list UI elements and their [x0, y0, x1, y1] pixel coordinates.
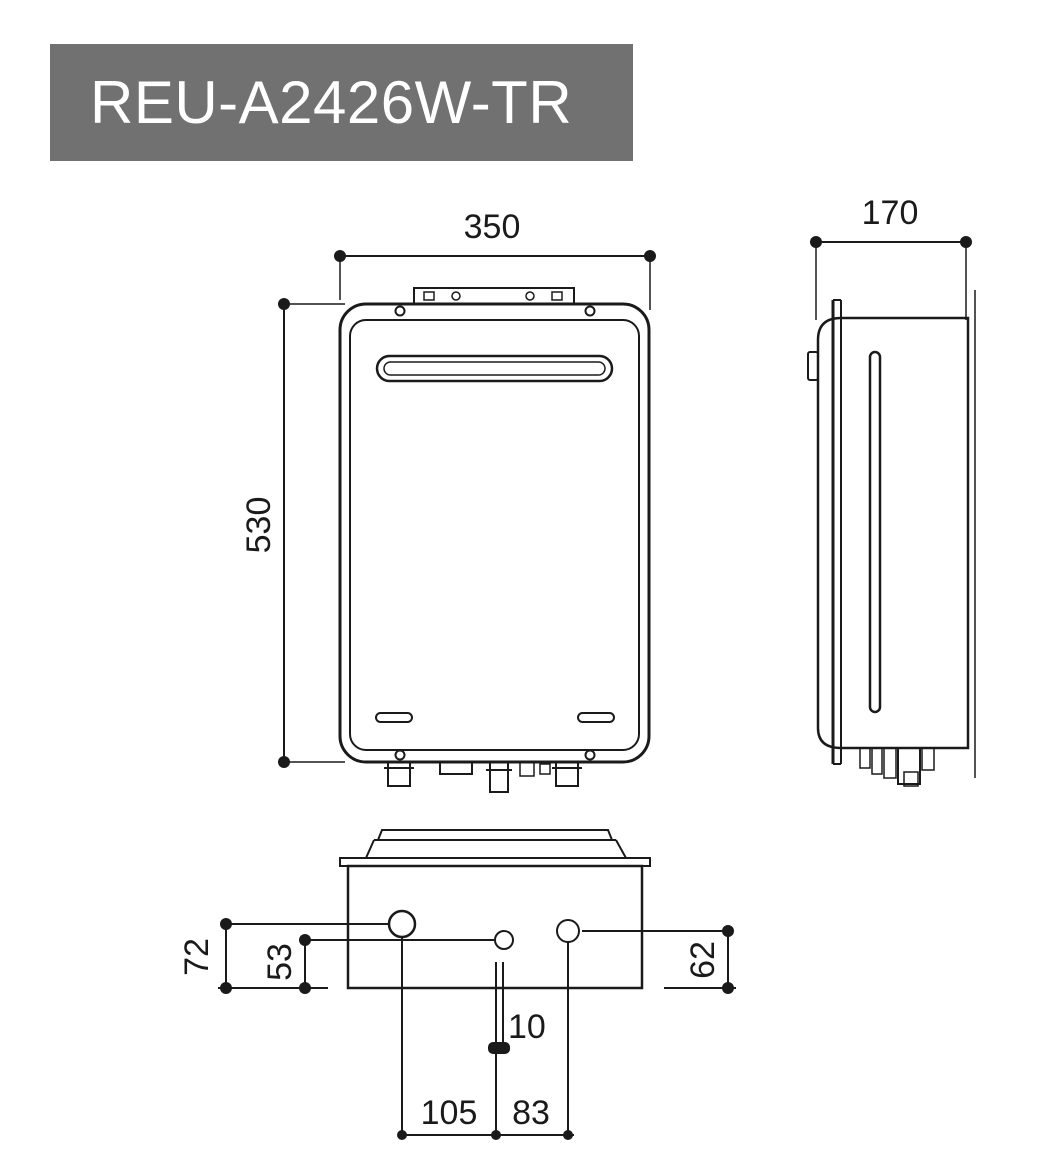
width-dimension: [334, 250, 656, 310]
height-label: 530: [240, 497, 278, 554]
height-dimension: [278, 298, 345, 768]
depth-label: 170: [862, 194, 919, 232]
spacing-right-label: 83: [512, 1094, 550, 1132]
spacing-left-label: 105: [421, 1094, 478, 1132]
depth-dimension: [810, 236, 972, 320]
width-label: 350: [464, 208, 521, 246]
model-title-banner: REU-A2426W-TR: [50, 44, 633, 161]
pipe-offset-right-label: 62: [684, 941, 722, 979]
pipe-dimensions: [218, 918, 736, 1140]
drain-size-label: 10: [508, 1008, 546, 1046]
side-view: [807, 290, 976, 787]
pipe-offset-left-label: 72: [178, 938, 216, 976]
front-view: [338, 287, 651, 793]
pipe-offset-center-label: 53: [261, 943, 299, 981]
model-title: REU-A2426W-TR: [90, 69, 573, 136]
